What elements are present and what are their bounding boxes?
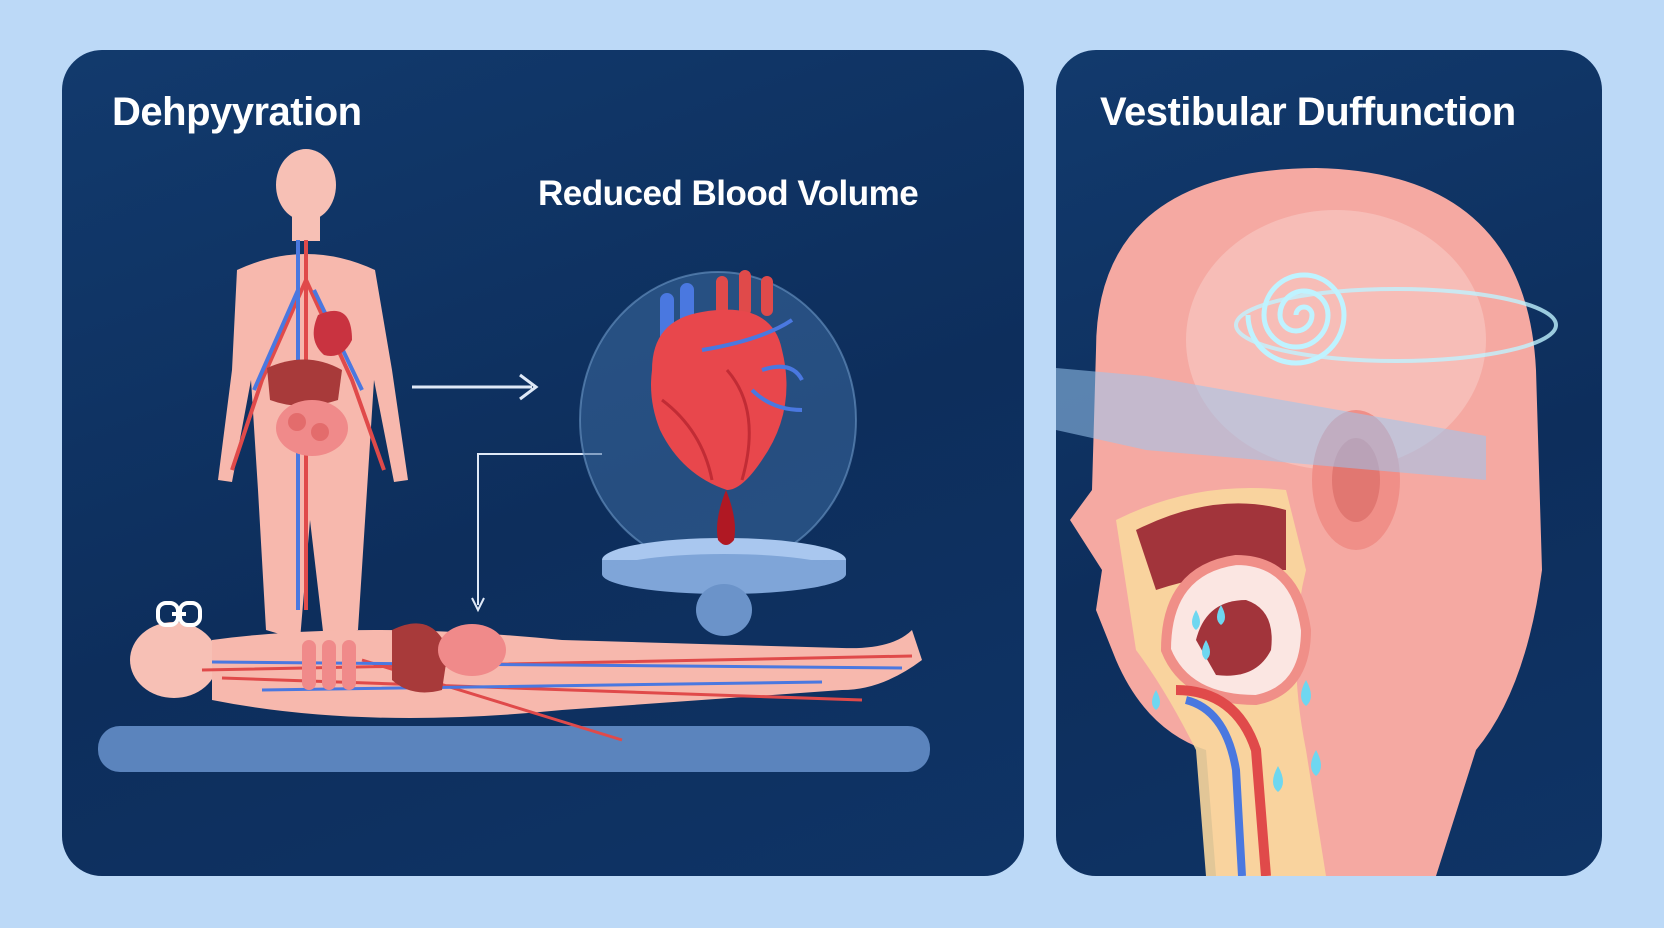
heart-large xyxy=(651,309,787,490)
vestibular-illustration xyxy=(1056,168,1558,876)
dehydration-title: Dehpyyration xyxy=(112,90,362,134)
arrow-right-icon xyxy=(412,373,539,401)
dehydration-illustration xyxy=(98,149,930,772)
vestibular-dysfunction-title: Vestibular Duffunction xyxy=(1100,90,1516,134)
vertigo-spiral-icon xyxy=(1234,272,1558,366)
lying-body-figure xyxy=(98,622,930,772)
blood-drop-icon xyxy=(717,490,735,545)
heart-bubble xyxy=(579,270,857,636)
glasses xyxy=(1056,368,1486,480)
reduced-blood-volume-label: Reduced Blood Volume xyxy=(538,174,919,213)
arrow-down-connector xyxy=(471,453,602,613)
standing-body-figure xyxy=(218,149,408,640)
fluid-drop-icon xyxy=(1152,605,1321,792)
dehydration-panel: Dehpyyration Reduced Blood Volume xyxy=(62,50,1024,876)
link-icon xyxy=(156,601,202,627)
heart-organ xyxy=(313,310,352,356)
vestibular-panel: Vestibular Duffunction xyxy=(1056,50,1602,876)
liver-organ xyxy=(267,359,342,406)
